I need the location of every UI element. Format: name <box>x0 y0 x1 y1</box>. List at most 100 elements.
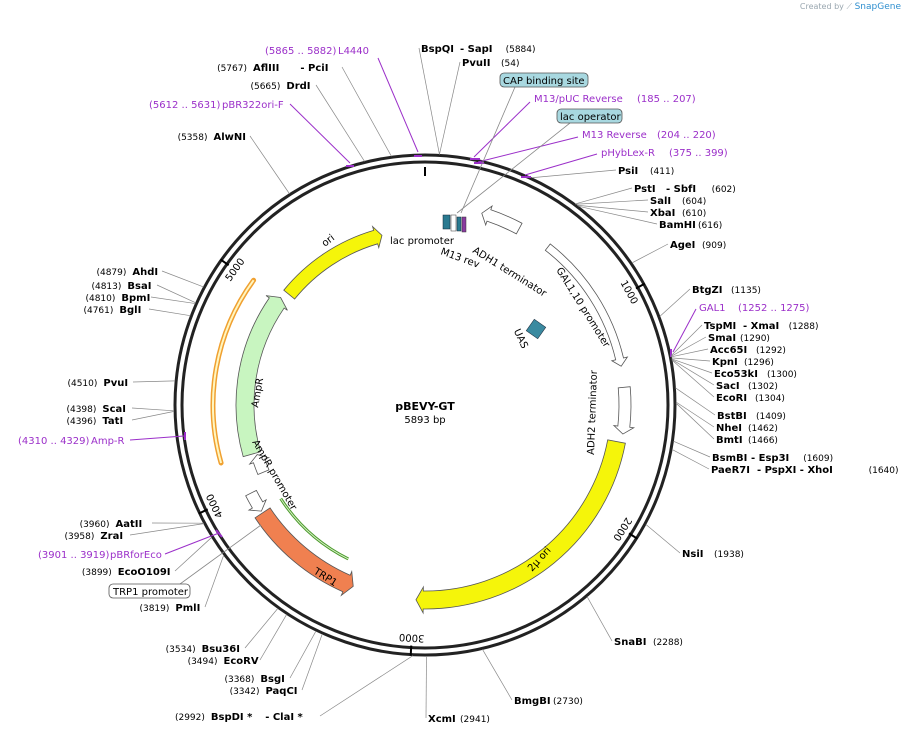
primer-leader <box>289 103 351 164</box>
primer-l4440[interactable]: (5865 .. 5882) L4440 <box>265 46 422 157</box>
backbone-inner-ring <box>180 160 670 650</box>
enzyme-site-bmgbi[interactable]: BmgBI(2730) <box>482 649 583 707</box>
enzyme-name: AlwNI <box>214 132 247 143</box>
primer-pbr322ori-f[interactable]: (5612 .. 5631) pBR322ori-F <box>149 100 354 167</box>
primer-name: L4440 <box>338 46 369 57</box>
enzyme-leader <box>673 440 711 458</box>
enzyme-position: (411) <box>650 167 674 177</box>
enzyme-site-ecorv[interactable]: (3494)EcoRV <box>188 614 287 667</box>
enzyme-site-pvuii[interactable]: PvuII(54) <box>439 58 519 155</box>
feature-arc-ori[interactable] <box>283 225 383 300</box>
enzyme-site-bpmi[interactable]: (4810)BpmI <box>85 293 196 304</box>
boxed-label-trp1-promoter[interactable]: TRP1 promoter <box>108 524 262 599</box>
enzyme-site-ecoo109i[interactable]: (3899)EcoO109I <box>82 537 212 578</box>
enzyme-position: (1304) <box>755 394 785 404</box>
enzyme-site-xcmi[interactable]: XcmI(2941) <box>425 655 490 725</box>
lac-region[interactable] <box>442 214 467 233</box>
enzyme-position: (4879) <box>96 268 126 278</box>
enzyme-site-btgzi[interactable]: BtgZI(1135) <box>659 285 761 317</box>
feature-arc-trp1-promoter[interactable] <box>245 489 267 512</box>
enzyme-site-scai[interactable]: (4398)ScaI <box>66 404 175 415</box>
enzyme-site-agei[interactable]: AgeI(909) <box>631 240 726 264</box>
enzyme-site-drdi[interactable]: (5665)DrdI <box>250 81 365 162</box>
enzyme-site-tspmi[interactable]: TspMI- XmaI(1288) <box>670 321 819 356</box>
enzyme-position: (3958) <box>64 532 94 542</box>
enzyme-site-bgli[interactable]: (4761)BglI <box>83 305 191 317</box>
enzyme-site-bsgi[interactable]: (3368)BsgI <box>224 630 317 685</box>
enzyme-site-ecori[interactable]: EcoRI(1304) <box>671 359 785 404</box>
enzyme-position: (604) <box>682 197 706 207</box>
enzyme-site-afliii[interactable]: (5767)AflIII- PciI <box>217 63 392 157</box>
enzyme-position: (3534) <box>166 645 196 655</box>
enzyme-site-nsii[interactable]: NsiI(1938) <box>645 524 744 560</box>
enzyme-leader <box>244 608 279 649</box>
enzyme-site-xbai[interactable]: XbaI(610) <box>576 204 706 219</box>
primer-phyblex-r[interactable]: pHybLex-R (375 .. 399) <box>521 148 728 178</box>
enzyme-site-bspdi-[interactable]: (2992)BspDI *- ClaI * <box>175 655 414 723</box>
enzyme-site-acc65i[interactable]: Acc65I(1292) <box>671 345 786 358</box>
enzyme-leader <box>675 402 715 440</box>
enzyme-site-zrai[interactable]: (3958)ZraI <box>64 523 204 542</box>
enzyme-site-paer7i[interactable]: PaeR7I- PspXI - XhoI(1640) <box>671 449 899 476</box>
enzyme-site-pmli[interactable]: (3819)PmlI <box>139 554 225 614</box>
enzyme-position: (1640) <box>869 466 899 476</box>
primer-gal1[interactable]: GAL1 (1252 .. 1275) <box>670 303 810 357</box>
uas-feature[interactable]: UAS <box>511 318 547 351</box>
ampr-inner-strip <box>210 277 257 466</box>
enzyme-leader <box>289 630 317 679</box>
enzyme-site-aatii[interactable]: (3960)AatII <box>80 519 204 530</box>
enzyme-site-paqci[interactable]: (3342)PaqCI <box>230 633 323 697</box>
enzyme-position: (1302) <box>748 382 778 392</box>
tick-mark <box>219 258 230 267</box>
enzyme-site-bstbi[interactable]: BstBI(1409) <box>675 387 786 422</box>
enzyme-site-kpni[interactable]: KpnI(1296) <box>671 357 774 368</box>
feature-arc-adh1-terminator[interactable] <box>481 204 523 235</box>
enzyme-site-bamhi[interactable]: BamHI(616) <box>578 205 722 231</box>
enzyme-name: ScaI <box>102 404 126 415</box>
primer-pbrforeco[interactable]: (3901 .. 3919) pBRforEco <box>38 529 223 561</box>
enzyme-site-tati[interactable]: (4396)TatI <box>66 411 175 427</box>
enzyme-site-psti[interactable]: PstI- SbfI(602) <box>575 184 736 205</box>
enzyme-leader <box>675 401 715 428</box>
feature-arc-gal1-10-promoter[interactable] <box>544 243 629 367</box>
snapgene-credit: Created by ⟋ SnapGene <box>800 2 901 12</box>
feature-arc-ampr[interactable] <box>235 295 288 458</box>
feature-arc-adh2-terminator[interactable] <box>612 386 636 435</box>
enzyme-position: (5665) <box>250 82 280 92</box>
enzyme-position: (1290) <box>740 334 770 344</box>
enzyme-site-bsai[interactable]: (4813)BsaI <box>91 281 196 304</box>
enzyme-leader <box>671 358 713 374</box>
boxed-label-lac-operator[interactable]: lac operator <box>456 108 623 214</box>
enzyme-site-bspqi[interactable]: BspQI- SapI(5884) <box>418 44 536 155</box>
boxed-label-cap-binding-site[interactable]: CAP binding site <box>460 72 589 214</box>
feature-arc-2-ori[interactable] <box>415 439 626 615</box>
enzyme-site-smai[interactable]: SmaI(1290) <box>671 333 770 357</box>
box-frame <box>556 108 623 124</box>
feature-arc-ampr-promoter[interactable] <box>248 454 271 476</box>
primer-m13-puc-reverse[interactable]: M13/pUC Reverse (185 .. 207) <box>470 94 696 160</box>
enzyme-site-psii[interactable]: PsiI(411) <box>531 166 675 179</box>
enzyme-leader <box>301 633 323 691</box>
enzyme-site-bsu36i[interactable]: (3534)Bsu36I <box>166 608 279 655</box>
primer-range: (4310 .. 4329) <box>18 436 90 447</box>
enzyme-site-sali[interactable]: SalI (604) <box>575 196 707 207</box>
enzyme-site-bmti[interactable]: BmtI(1466) <box>675 402 778 446</box>
enzyme-leader <box>131 407 175 412</box>
enzyme-site-ahdi[interactable]: (4879)AhdI <box>96 267 204 288</box>
feature-arc-trp1[interactable] <box>254 507 354 597</box>
enzyme-site-bsmbi[interactable]: BsmBI- Esp3I(1609) <box>673 440 833 464</box>
enzyme-name: SalI <box>650 196 671 207</box>
enzyme-site-snabi[interactable]: SnaBI(2288) <box>586 596 683 648</box>
primer-amp-r[interactable]: (4310 .. 4329) Amp-R <box>18 432 186 447</box>
enzyme-position: (1609) <box>803 454 833 464</box>
enzyme-name: KpnI <box>712 357 738 368</box>
enzyme-name2: - PciI <box>300 63 328 74</box>
enzyme-site-eco53ki[interactable]: Eco53kI(1300) <box>671 358 797 380</box>
enzyme-site-saci[interactable]: SacI(1302) <box>671 359 778 392</box>
enzyme-site-alwni[interactable]: (5358)AlwNI <box>178 132 290 194</box>
enzyme-site-pvui[interactable]: (4510)PvuI <box>67 378 176 389</box>
enzyme-position: (602) <box>712 185 736 195</box>
enzyme-site-nhei[interactable]: NheI(1462) <box>675 401 778 434</box>
lac-operator-box <box>450 214 457 232</box>
credit-brand: SnapGene <box>854 2 901 12</box>
